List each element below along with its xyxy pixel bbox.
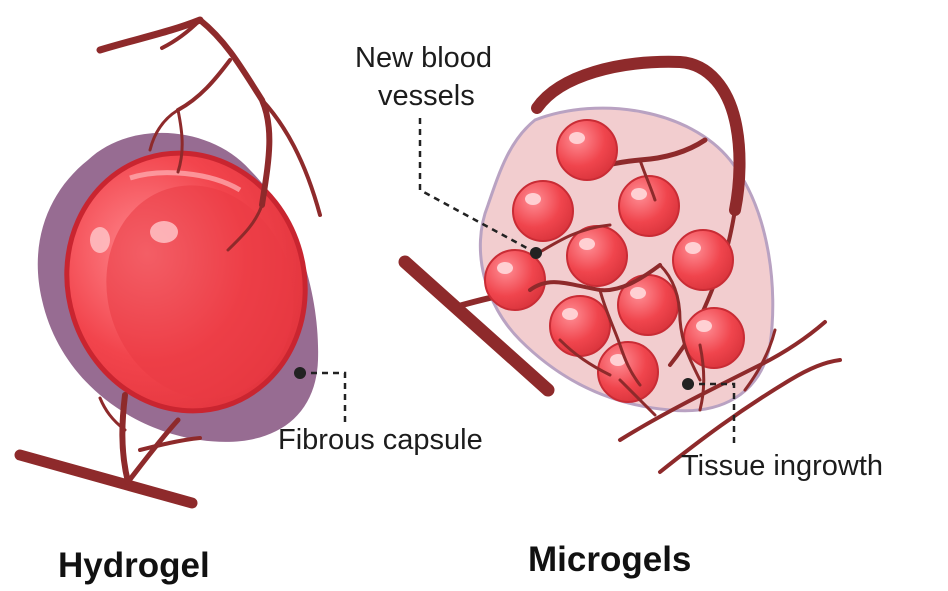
microgel-bead	[567, 226, 627, 286]
hydrogel-title: Hydrogel	[58, 546, 210, 585]
hydrogel-highlight	[90, 227, 110, 253]
microgel-bead	[513, 181, 573, 241]
microgels-illustration	[405, 62, 840, 472]
microgel-bead	[684, 308, 744, 368]
fibrous-capsule-label: Fibrous capsule	[278, 424, 483, 456]
microgels-title: Microgels	[528, 540, 691, 579]
new-blood-vessels-label-line2: vessels	[378, 80, 475, 112]
new-blood-vessels-label-line1: New blood	[355, 42, 492, 74]
new-blood-vessels-marker	[530, 247, 542, 259]
microgel-bead	[557, 120, 617, 180]
hydrogel-highlight	[150, 221, 178, 243]
fibrous-capsule-marker	[294, 367, 306, 379]
microgel-bead	[673, 230, 733, 290]
tissue-ingrowth-marker	[682, 378, 694, 390]
tissue-ingrowth-label: Tissue ingrowth	[681, 450, 883, 482]
microgel-bead	[550, 296, 610, 356]
